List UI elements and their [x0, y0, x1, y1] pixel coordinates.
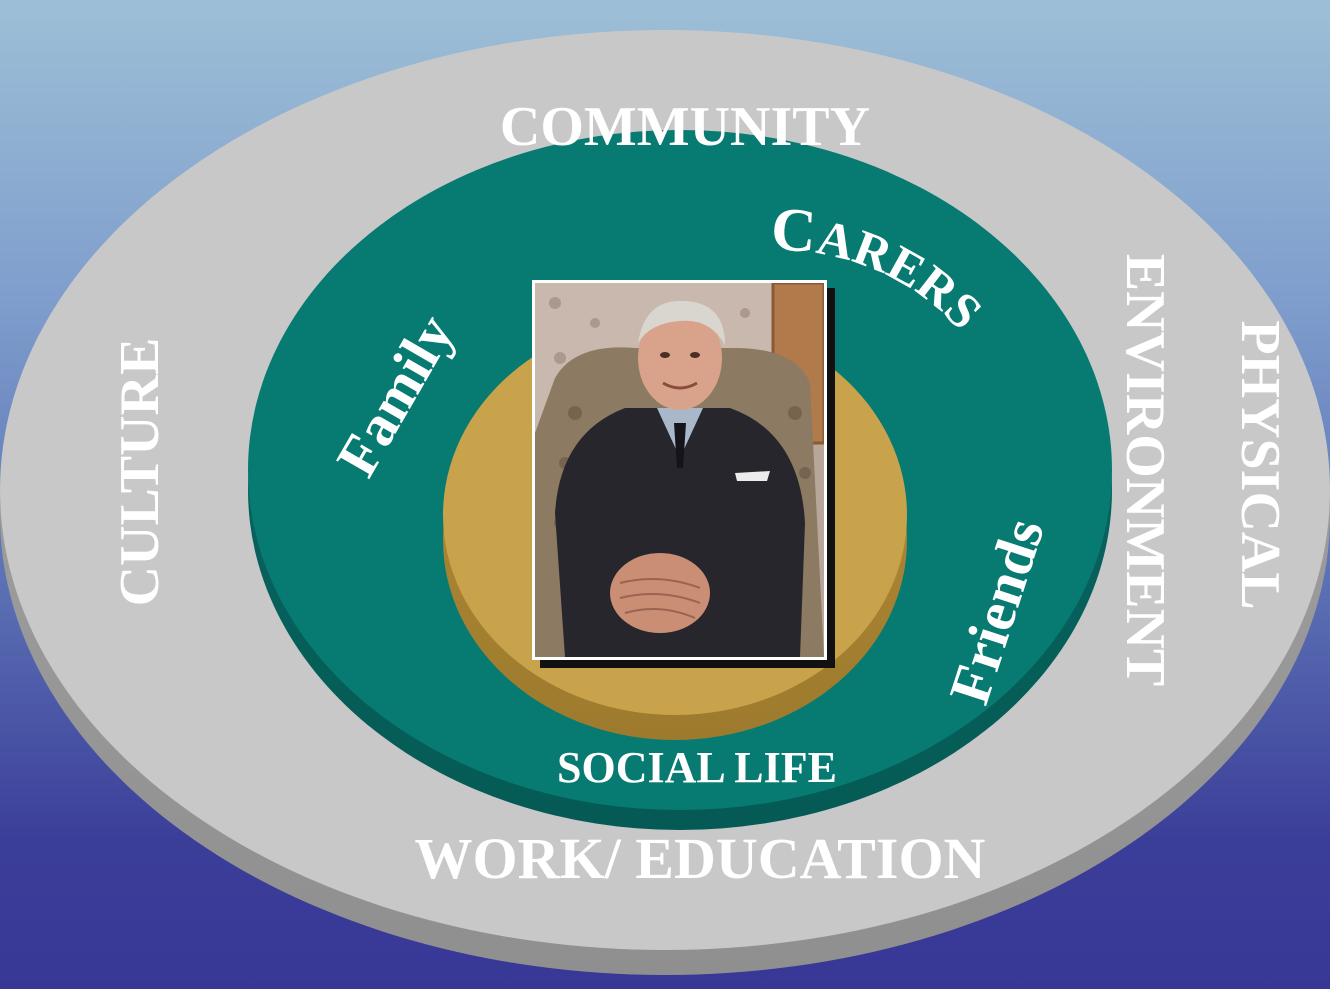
label-work-education: WORK/ EDUCATION — [415, 826, 986, 891]
label-physical: PHYSICAL — [1229, 320, 1291, 609]
label-carers-initial: C — [769, 195, 818, 266]
label-culture: CULTURE — [109, 338, 171, 607]
portrait-photo — [535, 283, 824, 657]
label-environment: ENVIRONMENT — [1114, 254, 1176, 686]
portrait-frame — [532, 280, 827, 660]
label-community: COMMUNITY — [500, 96, 870, 158]
label-social-life: SOCIAL LIFE — [557, 743, 837, 792]
portrait-illustration — [535, 283, 824, 657]
